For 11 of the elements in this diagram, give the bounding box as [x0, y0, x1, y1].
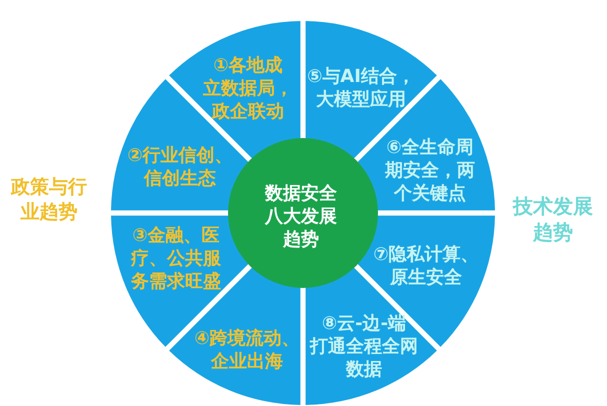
group-label: 技术发展趋势: [512, 193, 594, 245]
sector-label: ③金融、医疗、公共服务需求旺盛: [130, 224, 222, 292]
sector-label: ⑧云-边-端打通全程全网数据: [309, 312, 419, 380]
sector-label: ⑦隐私计算、原生安全: [372, 243, 480, 289]
sector-label: ④跨境流动、企业出海: [193, 327, 301, 373]
sector-label: ①各地成立数据局，政企联动: [202, 54, 294, 122]
sector-label: ⑤与AI结合，大模型应用: [306, 65, 416, 111]
sector-label: ②行业信创、信创生态: [126, 144, 234, 190]
center-label: 数据安全八大发展趋势: [264, 182, 338, 250]
sector-label: ⑥全生命周期安全，两个关键点: [384, 136, 476, 204]
group-label: 政策与行业趋势: [10, 175, 88, 225]
